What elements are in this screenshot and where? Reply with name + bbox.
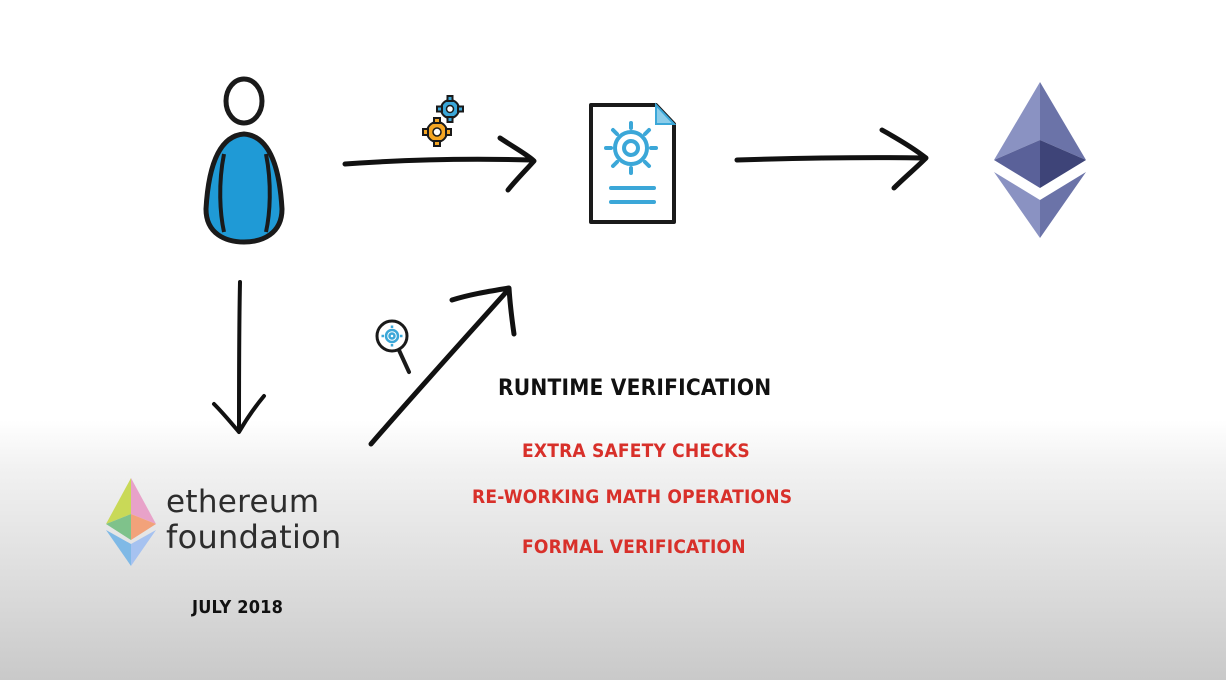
gears-icon (422, 95, 464, 147)
magnifier-gear-icon (375, 319, 411, 374)
arrow-to-contract (342, 135, 537, 193)
check-item: EXTRA SAFETY CHECKS (522, 440, 750, 462)
smart-contract-document-icon (589, 102, 677, 224)
foundation-name-line2: foundation (166, 518, 342, 556)
arrow-to-foundation (212, 280, 266, 434)
date-label: JULY 2018 (192, 597, 284, 618)
arrow-to-ethereum (734, 127, 929, 191)
person-icon (203, 76, 285, 245)
foundation-name-line1: ethereum (166, 484, 320, 520)
arrow-runtime-verification (368, 285, 517, 447)
ethereum-foundation-logo-icon (106, 478, 156, 566)
check-item: RE-WORKING MATH OPERATIONS (472, 486, 793, 508)
check-item: FORMAL VERIFICATION (522, 536, 746, 558)
runtime-verification-title: RUNTIME VERIFICATION (498, 376, 772, 401)
ethereum-logo-icon (994, 82, 1086, 238)
